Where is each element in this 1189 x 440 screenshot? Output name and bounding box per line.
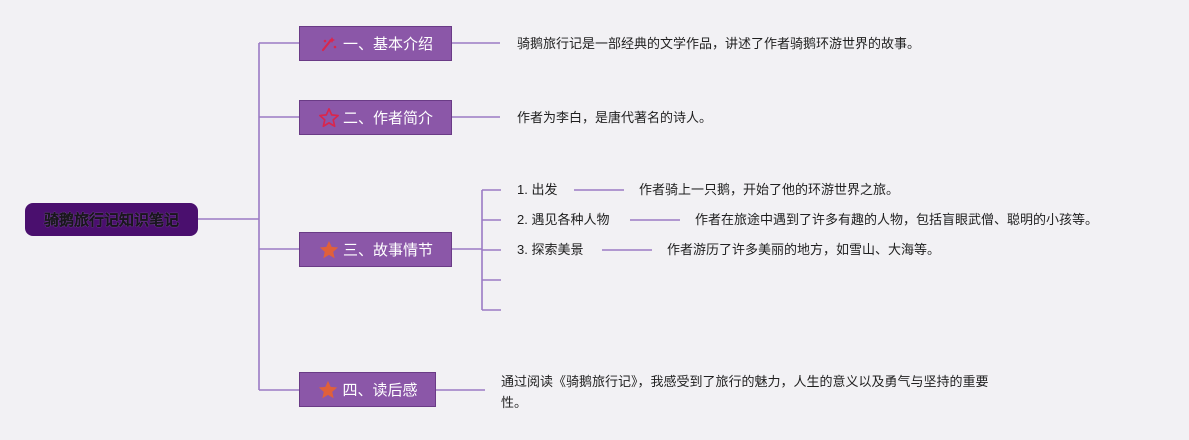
plot-item-3[interactable]: 3. 探索美景 — [517, 242, 584, 257]
branch-basic-intro-text: 骑鹅旅行记是一部经典的文学作品，讲述了作者骑鹅环游世界的故事。 — [517, 36, 921, 51]
branch-label: 一、基本介绍 — [342, 36, 433, 53]
branch-label: 四、读后感 — [342, 382, 418, 399]
plot-item-1-text: 作者骑上一只鹅，开始了他的环游世界之旅。 — [639, 182, 900, 197]
star-icon — [318, 239, 340, 261]
star-outline-icon — [318, 107, 340, 129]
branch-author-intro[interactable]: 二、作者简介 — [299, 100, 452, 135]
sparkle-icon — [318, 33, 340, 55]
plot-item-1[interactable]: 1. 出发 — [517, 182, 558, 197]
branch-label: 二、作者简介 — [342, 110, 433, 127]
branch-reflection[interactable]: 四、读后感 — [299, 372, 436, 407]
branch-basic-intro[interactable]: 一、基本介绍 — [299, 26, 452, 61]
branch-reflection-text: 通过阅读《骑鹅旅行记》，我感受到了旅行的魅力，人生的意义以及勇气与坚持的重要性。 — [501, 374, 989, 410]
branch-plot[interactable]: 三、故事情节 — [299, 232, 452, 267]
plot-item-2-text: 作者在旅途中遇到了许多有趣的人物，包括盲眼武僧、聪明的小孩等。 — [695, 212, 1099, 227]
root-label: 骑鹅旅行记知识笔记 — [43, 212, 179, 229]
plot-item-3-text: 作者游历了许多美丽的地方，如雪山、大海等。 — [667, 242, 941, 257]
plot-item-2[interactable]: 2. 遇见各种人物 — [517, 212, 610, 227]
star-icon — [317, 379, 339, 401]
branch-label: 三、故事情节 — [342, 242, 433, 259]
root-node[interactable]: 骑鹅旅行记知识笔记 — [25, 203, 198, 236]
branch-author-intro-text: 作者为李白，是唐代著名的诗人。 — [517, 110, 713, 125]
